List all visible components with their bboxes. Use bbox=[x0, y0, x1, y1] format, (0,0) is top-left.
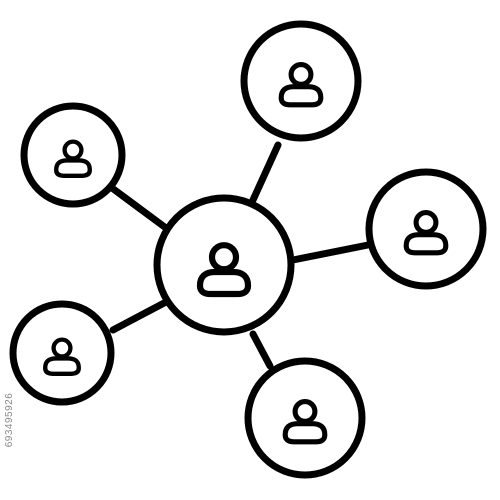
user-node bbox=[240, 20, 362, 142]
connector-line bbox=[249, 330, 274, 370]
user-node bbox=[20, 102, 126, 208]
stock-id-text: 693495926 bbox=[4, 392, 15, 448]
connector-line bbox=[108, 184, 170, 232]
hub-node bbox=[153, 194, 295, 336]
user-node bbox=[244, 357, 366, 479]
connector-line bbox=[109, 298, 170, 334]
connector-lines bbox=[108, 141, 372, 370]
connector-line bbox=[249, 141, 282, 204]
user-node bbox=[365, 168, 487, 290]
user-node bbox=[9, 300, 115, 406]
connector-line bbox=[289, 241, 372, 264]
